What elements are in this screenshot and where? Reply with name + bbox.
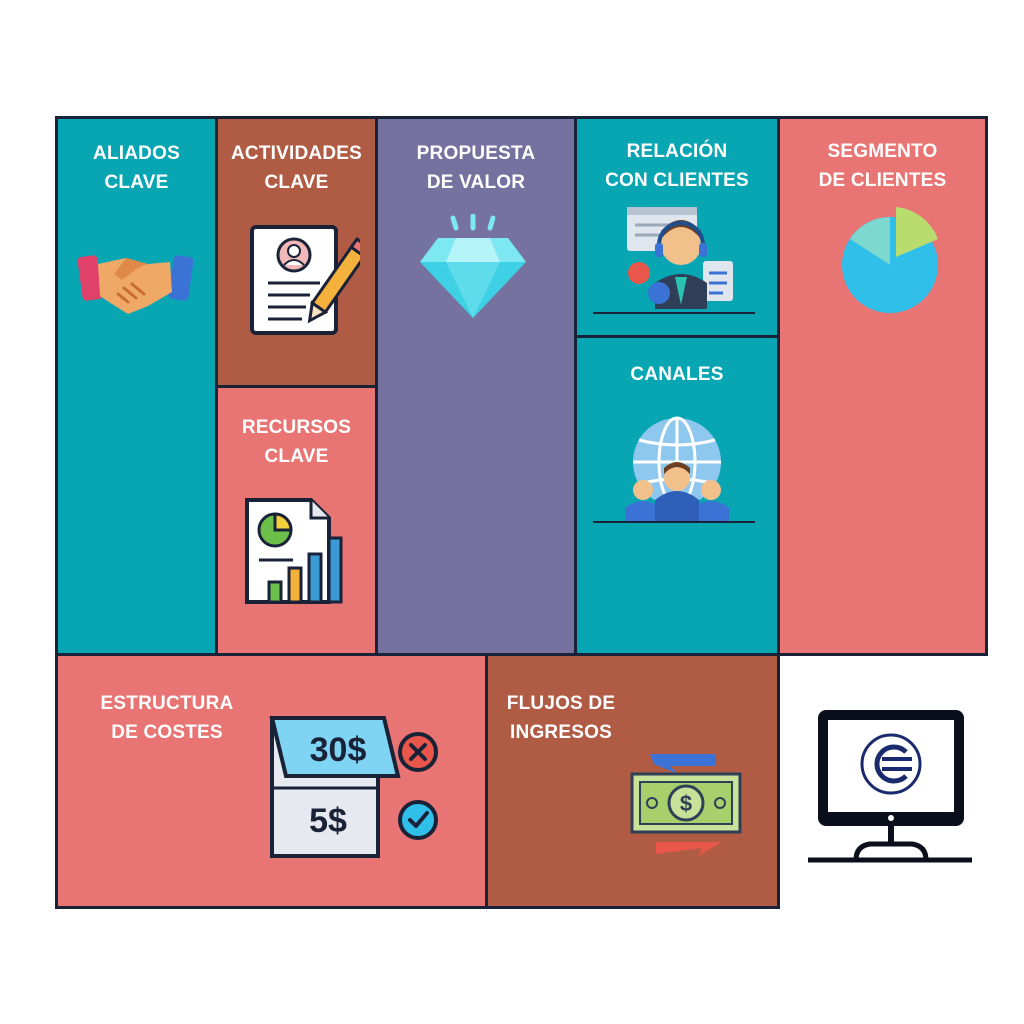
block-flujos-de-ingresos: FLUJOS DE INGRESOS $ (485, 653, 780, 909)
diamond-icon (420, 214, 526, 318)
resume-pencil-icon (250, 225, 360, 335)
block-recursos-clave: RECURSOS CLAVE (215, 385, 378, 656)
money-exchange-icon: $ (630, 754, 742, 856)
block-title: ALIADOS CLAVE (93, 143, 180, 193)
monitor-logo-icon (808, 710, 972, 863)
block-title: SEGMENTO DE CLIENTES (818, 141, 947, 191)
block-actividades-clave: ACTIVIDADES CLAVE (215, 116, 378, 388)
handshake-icon (78, 255, 193, 314)
block-segmento-de-clientes: SEGMENTO DE CLIENTES (777, 116, 988, 656)
block-title: RECURSOS CLAVE (241, 417, 352, 467)
block-aliados-clave: ALIADOS CLAVE (55, 116, 218, 656)
support-agent-icon (627, 207, 733, 309)
block-title: CANALES (630, 364, 724, 385)
price-tag-icon: 30$ 5$ (269, 716, 438, 858)
block-canales: CANALES (574, 335, 780, 656)
block-title: PROPUESTA DE VALOR (416, 143, 536, 193)
globe-people-icon (625, 416, 729, 522)
block-title: RELACIÓN CON CLIENTES (605, 141, 749, 191)
price-low-text: 5$ (309, 802, 347, 840)
block-propuesta-de-valor: PROPUESTA DE VALOR (375, 116, 577, 656)
svg-text:$: $ (680, 791, 692, 816)
block-title: ESTRUCTURA DE COSTES (100, 693, 234, 743)
block-title: FLUJOS DE INGRESOS (506, 693, 616, 743)
block-estructura-de-costes: ESTRUCTURA DE COSTES 30$ 5$ (55, 653, 488, 909)
pie-chart-icon (842, 207, 938, 313)
divider-line (593, 521, 755, 523)
price-high-text: 30$ (310, 731, 367, 769)
block-relacion-con-clientes: RELACIÓN CON CLIENTES (574, 116, 780, 338)
report-chart-icon (245, 498, 343, 604)
divider-line (593, 312, 755, 314)
block-title: ACTIVIDADES CLAVE (231, 143, 362, 193)
